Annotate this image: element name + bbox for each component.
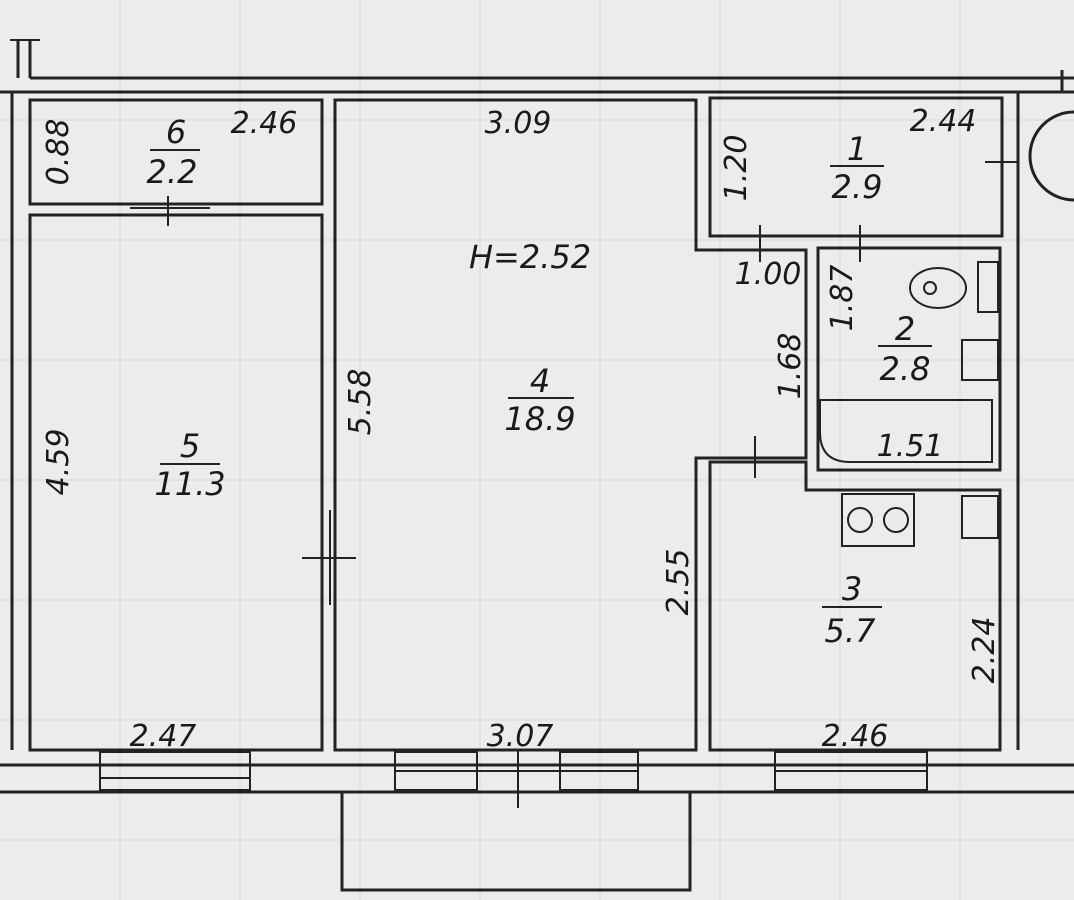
dim-r5-height: 4.59 (41, 429, 76, 496)
windows (99, 750, 928, 808)
dim-r6-width: 2.46 (231, 106, 298, 141)
room-2-outline (816, 246, 1002, 472)
dim-corridor-width: 1.00 (735, 257, 802, 292)
room-6-outline (28, 98, 324, 206)
dim-r4-bottom: 3.07 (487, 719, 554, 754)
room-5-label: 5 11.3 (154, 427, 225, 503)
room-4-label: 4 18.9 (504, 362, 575, 438)
svg-text:11.3: 11.3 (154, 465, 225, 503)
room-1-label: 1 2.9 (830, 130, 884, 206)
stove-icon (841, 493, 915, 547)
dim-r5-width: 2.47 (130, 719, 197, 754)
door-marks (130, 161, 1018, 605)
svg-text:5.7: 5.7 (825, 612, 877, 650)
room-3-outline (708, 460, 1002, 752)
dim-r1-height: 1.20 (719, 135, 754, 202)
room-3-label: 3 5.7 (822, 570, 882, 650)
kitchen-sink-icon (961, 495, 999, 539)
svg-text:18.9: 18.9 (504, 400, 575, 438)
svg-text:4: 4 (530, 362, 550, 400)
svg-text:2.9: 2.9 (832, 168, 883, 206)
dim-r3-width: 2.46 (822, 719, 889, 754)
dim-r1-width: 2.44 (910, 104, 977, 139)
svg-text:5: 5 (180, 427, 200, 465)
svg-text:2.8: 2.8 (880, 350, 931, 388)
room-2-label: 2 2.8 (878, 310, 932, 388)
bathtub-icon (819, 399, 993, 463)
room-5-outline (28, 213, 324, 752)
toilet-icon (909, 261, 999, 313)
stair-arc (1028, 110, 1074, 202)
room-1-outline (708, 96, 1004, 238)
dim-corridor-height: 1.68 (773, 333, 808, 400)
ceiling-height-label: H=2.52 (469, 238, 591, 276)
room-4-outline (333, 98, 808, 752)
dim-r2-height: 1.87 (825, 265, 860, 332)
svg-text:1: 1 (847, 130, 867, 168)
dim-r4-top: 3.09 (485, 106, 552, 141)
balcony (340, 792, 692, 892)
dim-r4-right-lower: 2.55 (661, 549, 696, 616)
dim-r4-left: 5.58 (343, 369, 378, 436)
svg-text:2.2: 2.2 (147, 153, 198, 191)
dim-bath-width: 1.51 (877, 429, 944, 464)
bathroom-sink-icon (961, 339, 999, 381)
outer-walls (0, 39, 1074, 794)
svg-text:3: 3 (842, 570, 862, 608)
dim-r3-height: 2.24 (967, 617, 1002, 684)
svg-text:6: 6 (166, 113, 186, 151)
svg-text:2: 2 (895, 310, 915, 348)
room-6-label: 6 2.2 (147, 113, 200, 191)
dim-r6-height: 0.88 (41, 119, 76, 186)
